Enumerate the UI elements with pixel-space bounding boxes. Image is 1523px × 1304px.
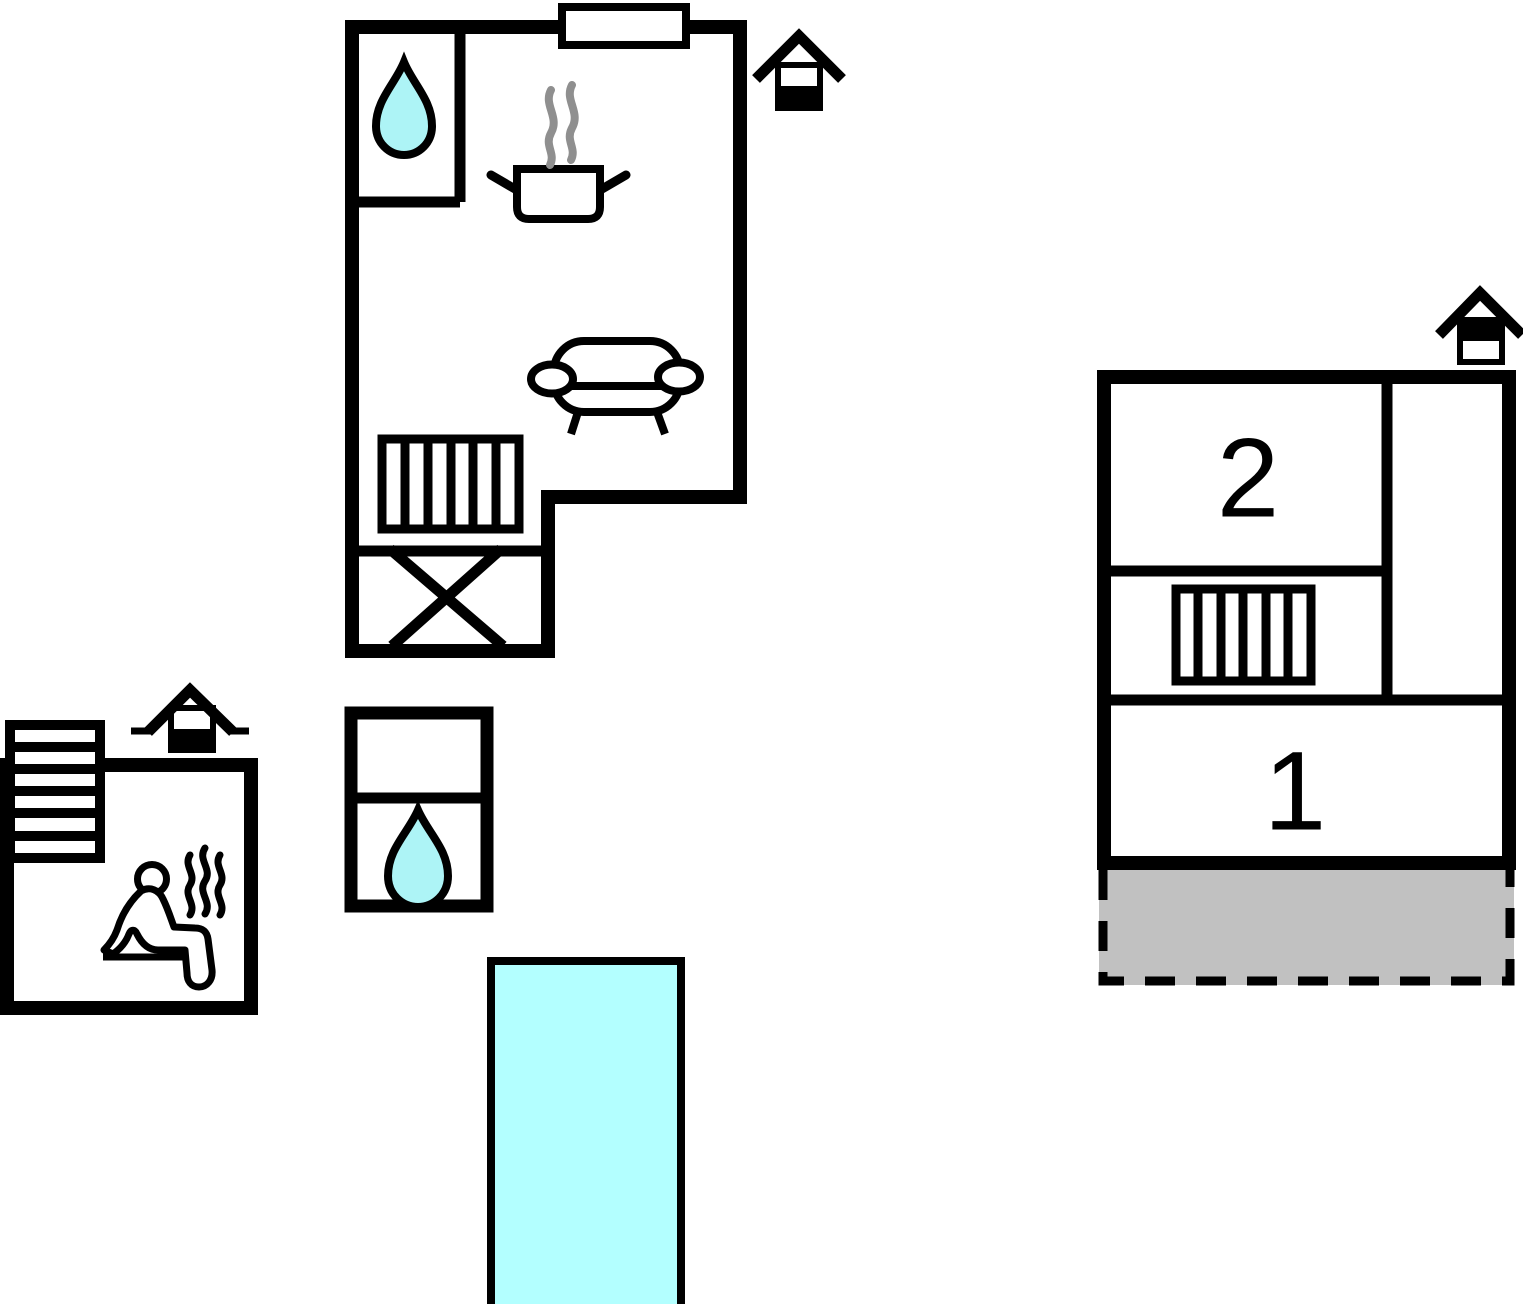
room1-label: 1 (1264, 729, 1326, 854)
floor-indicator-ground-icon (752, 28, 846, 111)
sofa-armrest-right (654, 358, 704, 396)
cooking-pot-icon (486, 165, 631, 223)
void-cross-icon (386, 544, 507, 651)
stairs-icon (377, 434, 524, 534)
stairs-icon (1171, 584, 1316, 686)
stairs-icon (5, 720, 105, 863)
pot-body (513, 165, 604, 223)
sofa-legs (567, 410, 669, 436)
door-window (558, 3, 690, 49)
sauna-room (0, 720, 258, 1015)
pot-handles (486, 170, 631, 194)
main-room (345, 3, 747, 658)
upper-floor-building: 2 1 (1097, 370, 1516, 870)
water-drop-icon (383, 799, 453, 912)
roof (1435, 285, 1523, 339)
floor-indicator-basement-icon (131, 682, 249, 753)
roof (144, 682, 237, 736)
sink-room-partition (352, 30, 466, 208)
bathroom (344, 706, 494, 913)
room2-label: 2 (1217, 416, 1279, 541)
water-drop-icon (371, 51, 437, 160)
floor-indicator-upper-icon (1435, 285, 1523, 365)
terrace-area (1098, 868, 1515, 986)
steam-icon (544, 81, 579, 169)
terrace-dashed-border (1098, 870, 1515, 986)
pool-icon (487, 957, 685, 1304)
person-body (100, 885, 216, 991)
steam-icon (184, 844, 226, 919)
sauna-person-icon (100, 844, 226, 991)
sofa-icon (527, 337, 704, 436)
roof (752, 28, 846, 83)
sofa-armrest-left (527, 360, 577, 398)
